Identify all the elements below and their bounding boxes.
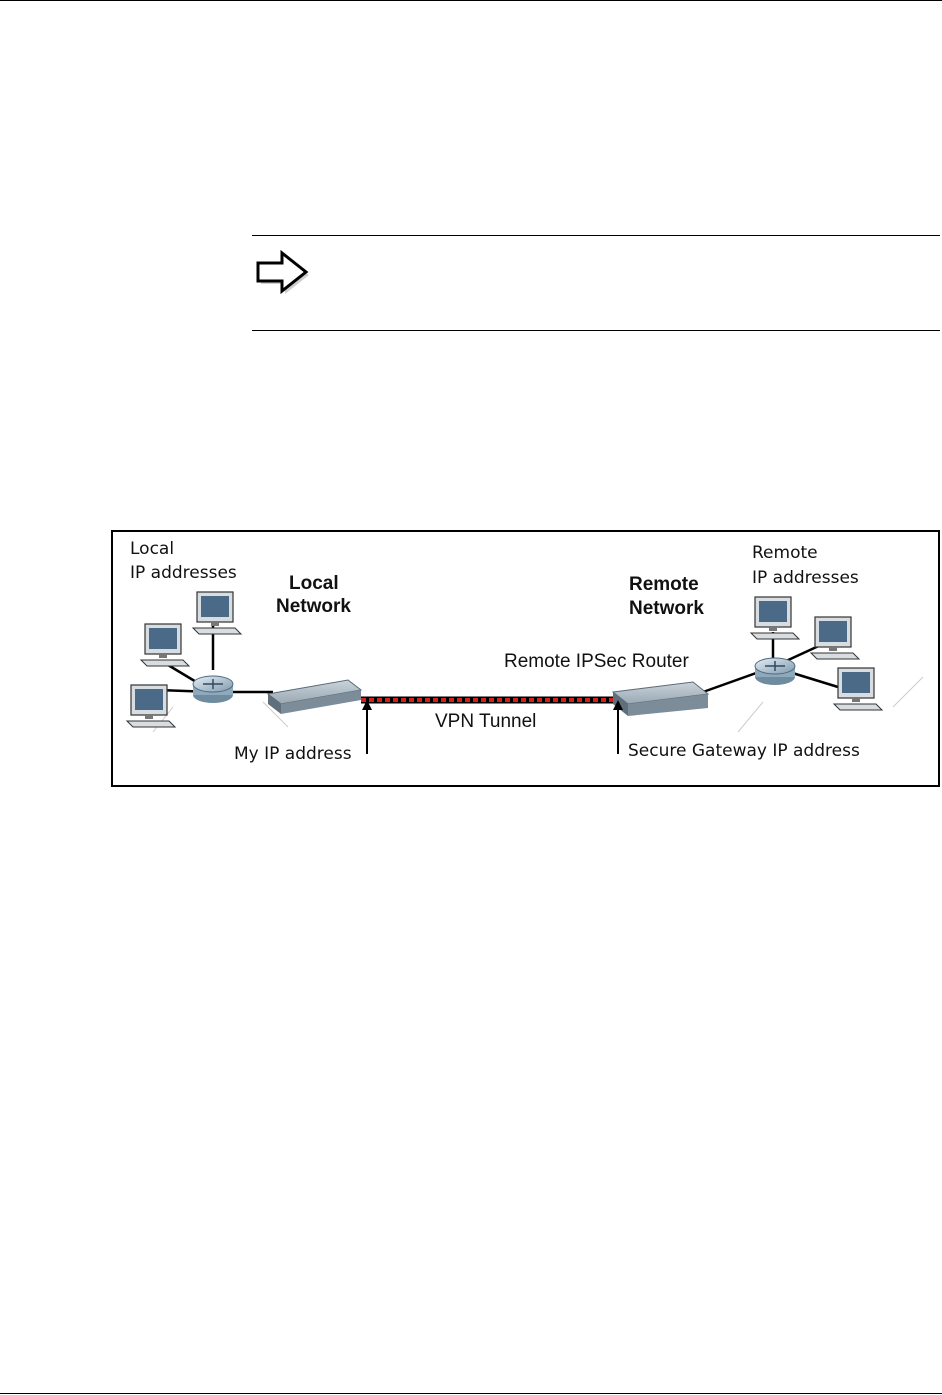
note-bottom-rule [252, 330, 940, 331]
vpn-tunnel-label: VPN Tunnel [435, 711, 537, 732]
vpn-network-figure: Local IP addresses Local Network Remote … [111, 530, 940, 787]
local-router-hub-icon [192, 675, 234, 703]
header-rule [0, 0, 942, 1]
background-lines [152, 676, 924, 733]
local-ip-label-line2: IP addresses [130, 563, 237, 583]
remote-router-label: Remote IPSec Router [504, 651, 689, 672]
computer-icon [191, 591, 243, 635]
remote-ip-label-line1: Remote [752, 543, 818, 563]
remote-gateway-device-icon [611, 681, 710, 716]
my-ip-label: My IP address [234, 744, 352, 764]
note-top-rule [252, 235, 940, 236]
vpn-diagram [125, 591, 924, 754]
local-gateway-device-icon [266, 679, 363, 714]
remote-router-hub-icon [754, 657, 796, 685]
local-ip-label-line1: Local [130, 539, 175, 559]
computer-icon [832, 667, 884, 711]
computer-icon [139, 623, 191, 667]
arrow-right-outline-icon [256, 249, 309, 295]
computer-icon [125, 684, 177, 728]
local-network-label-line2: Network [276, 596, 351, 617]
remote-network-label-line1: Remote [629, 574, 699, 595]
my-ip-pointer-arrow [362, 700, 372, 754]
remote-ip-label-line2: IP addresses [752, 568, 859, 588]
secure-gateway-pointer-arrow [613, 700, 623, 754]
remote-network-label-line2: Network [629, 598, 704, 619]
secure-gateway-ip-label: Secure Gateway IP address [628, 741, 860, 761]
local-network-label-line1: Local [289, 573, 339, 594]
computer-icon [809, 616, 861, 660]
computer-icon [749, 596, 801, 640]
footer-rule [0, 1393, 942, 1394]
